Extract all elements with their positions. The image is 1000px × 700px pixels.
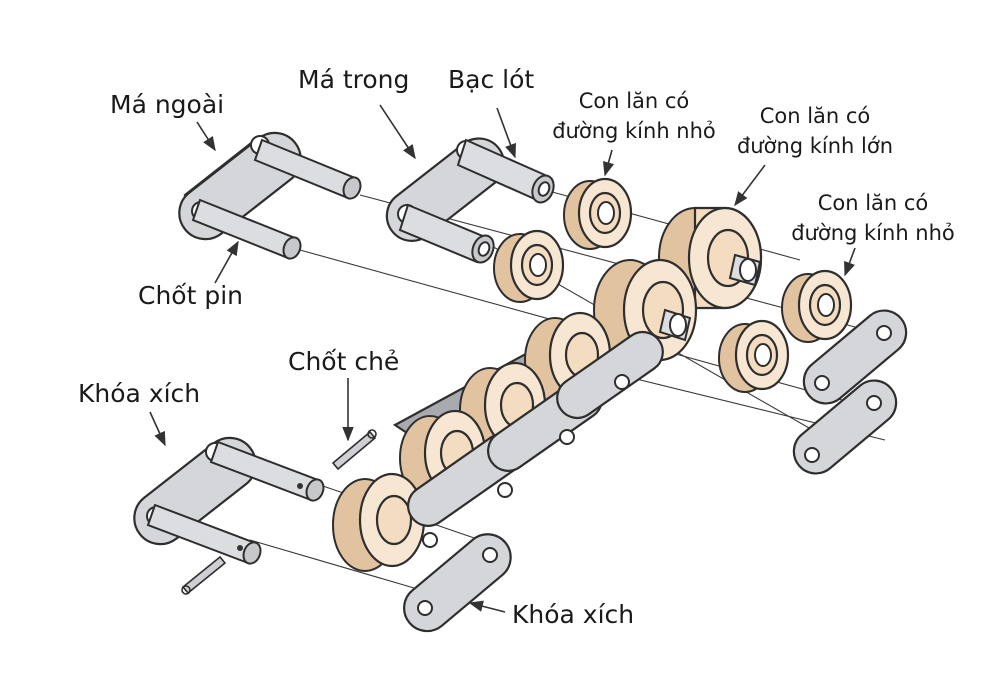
connecting-pin-upper — [209, 440, 325, 502]
inner-plate-assembly — [385, 137, 555, 264]
pin-lower — [191, 198, 302, 260]
connecting-pin-lower — [146, 503, 262, 565]
small-roller-2 — [493, 229, 565, 303]
label-ma-trong: Má trong — [298, 65, 409, 94]
label-ma-ngoai: Má ngoài — [110, 90, 224, 119]
outer-plate-assembly — [178, 131, 362, 260]
assembled-front-plates — [407, 330, 664, 548]
pin-upper — [253, 138, 362, 200]
labels: Má ngoài Má trong Bạc lót Con lăn có đườ… — [78, 65, 955, 629]
small-roller-3 — [781, 269, 853, 343]
label-con-lan-lon-line2: đường kính lớn — [737, 134, 893, 158]
bushing-lower — [398, 203, 495, 264]
label-con-lan-lon-line1: Con lăn có — [760, 104, 871, 128]
label-bac-lot: Bạc lót — [448, 65, 534, 94]
label-chot-che: Chốt chẻ — [288, 347, 399, 376]
connecting-plate-bottom — [403, 533, 512, 633]
bushing-upper — [456, 138, 555, 204]
large-roller-1 — [658, 206, 763, 310]
label-khoa-xich-left: Khóa xích — [78, 379, 200, 408]
cotter-pin-upper — [331, 429, 377, 471]
label-con-lan-nho-2-line2: đường kính nhỏ — [791, 221, 955, 245]
leader-arrows — [149, 104, 856, 613]
right-plate-upper — [802, 309, 908, 405]
label-con-lan-nho-1-line1: Con lăn có — [579, 89, 690, 113]
label-chot-pin: Chốt pin — [138, 281, 243, 310]
small-roller-1 — [563, 177, 633, 250]
label-con-lan-nho-2-line1: Con lăn có — [818, 191, 929, 215]
cotter-pin-lower — [181, 555, 227, 595]
assembled-roller-1 — [332, 472, 426, 572]
connecting-link-assembly — [133, 436, 325, 565]
small-roller-4 — [718, 319, 790, 393]
assembled-chain — [332, 311, 664, 572]
label-con-lan-nho-1-line2: đường kính nhỏ — [552, 119, 716, 143]
right-plate-lower — [792, 379, 898, 475]
label-khoa-xich-bottom: Khóa xích — [512, 600, 634, 629]
